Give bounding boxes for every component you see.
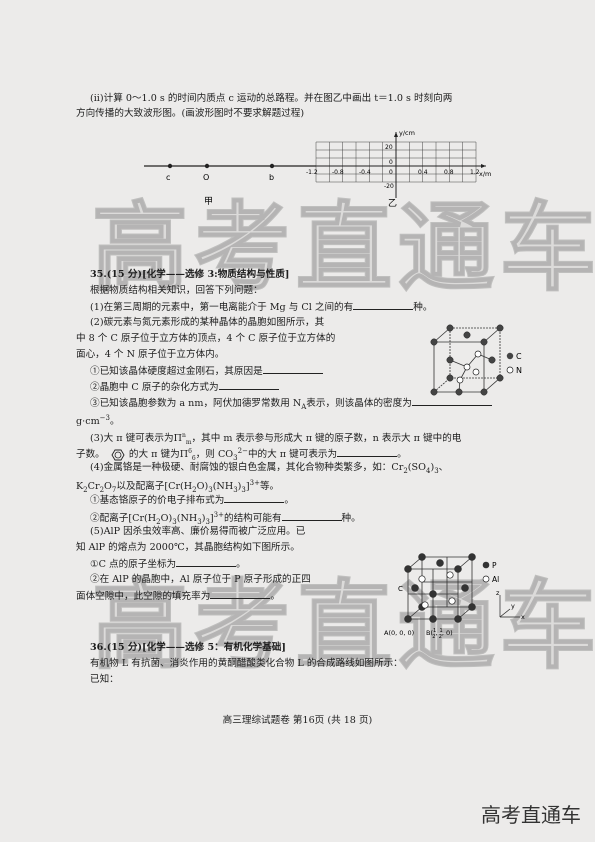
q35-p2b: 中 8 个 C 原子位于立方体的顶点，4 个 C 原子位于立方体的 — [76, 333, 336, 344]
q35-p5-2: ②在 AlP 的晶胞中，Al 原子位于 P 原子形成的正四 — [90, 574, 311, 585]
answer-blank-9[interactable] — [210, 589, 271, 599]
brand-logo-text: 高考直通车 — [481, 803, 581, 827]
answer-blank-1[interactable] — [353, 300, 414, 310]
caption-yi: 乙 — [388, 198, 397, 208]
q35-p4a: (4)金属铬是一种极硬、耐腐蚀的银白色金属，其化合物种类繁多，如：Cr2(SO4… — [90, 462, 449, 475]
q34-line1: (ii)计算 0～1.0 s 的时间内质点 c 运动的总路程。并在图乙中画出 t… — [90, 93, 453, 104]
y-tick-20: 20 — [385, 144, 393, 151]
legend-p: P — [492, 561, 497, 570]
answer-blank-5[interactable] — [337, 447, 398, 458]
q36-line2: 已知： — [90, 674, 119, 685]
figure-yi: y/cm x/m 20 0 -20 -1.2 -0.8 -0.4 0 0.4 0… — [306, 129, 491, 208]
q35-p2c: 面心，4 个 N 原子位于立方体内。 — [76, 349, 225, 360]
q35-p2a: (2)碳元素与氮元素形成的某种晶体的晶胞如图所示，其 — [90, 317, 325, 328]
x-tick-1.2: 1.2 — [470, 169, 480, 176]
q36-line1: 有机物 L 有抗菌、消炎作用的黄酮醋酸类化合物 L 的合成路线如图所示： — [90, 658, 403, 669]
q34-line2: 方向传播的大致波形图。(画波形图时不要求解题过程) — [76, 108, 305, 119]
q35-p5a: (5)AlP 因杀虫效率高、廉价易得而被广泛应用。已 — [90, 526, 306, 537]
axis-y: y — [511, 602, 515, 610]
q35-p2-1: ①已知该晶体硬度超过金刚石，其原因是 — [90, 364, 323, 378]
y-tick-neg20: -20 — [384, 183, 394, 190]
q35-p4b: K2Cr2O7以及配离子[Cr(H2O)3(NH3)3]3+等。 — [76, 479, 280, 495]
answer-blank-8[interactable] — [176, 557, 237, 567]
q35-p4-2: ②配离子[Cr(H2O)3(NH3)3]3+的结构可能有种。 — [90, 511, 361, 527]
legend-n: N — [516, 366, 522, 375]
legend-c: C — [516, 352, 522, 361]
figure-jia: c O b 甲 — [144, 163, 316, 207]
x-tick-0: 0 — [389, 169, 393, 176]
label-atom-a: A(0, 0, 0) — [384, 629, 414, 637]
label-o: O — [203, 173, 209, 182]
x-axis-label: x/m — [479, 170, 491, 178]
q35-p2-3-unit: g·cm−3。 — [76, 414, 120, 428]
y-axis-label: y/cm — [399, 129, 415, 137]
q35-p3b: 子数。 的大 π 键为Π66，则 CO32−中的大 π 键可表示为。 — [76, 447, 407, 463]
answer-blank-3[interactable] — [218, 380, 279, 390]
axis-x: x — [521, 613, 525, 621]
y-tick-0: 0 — [389, 159, 393, 166]
q35-p2-3: ③已知该晶胞参数为 a nm，阿伏加德罗常数用 NA表示，则该晶体的密度为 — [90, 396, 492, 414]
label-atom-c: C — [398, 585, 403, 593]
answer-blank-2[interactable] — [262, 364, 323, 374]
q35-title: 35.(15 分)[化学——选修 3:物质结构与性质] — [90, 269, 290, 280]
answer-blank-6[interactable] — [224, 493, 285, 503]
label-b: b — [269, 173, 274, 182]
q36-title: 36.(15 分)[化学——选修 5：有机化学基础] — [90, 642, 286, 653]
axis-z: z — [496, 589, 500, 597]
q35-p5-1: ①C 点的原子坐标为。 — [90, 557, 246, 570]
benzene-ring-icon — [111, 449, 125, 461]
label-c: c — [166, 173, 170, 182]
x-tick-neg0.4: -0.4 — [359, 169, 371, 176]
x-tick-neg1.2: -1.2 — [306, 169, 318, 176]
q35-p4-1: ①基态铬原子的价电子排布式为。 — [90, 493, 294, 506]
q35-p5b: 知 AlP 的熔点为 2000℃，其晶胞结构如下图所示。 — [76, 542, 300, 553]
q35-p3a: (3)大 π 键可表示为Πnm，其中 m 表示参与形成大 π 键的原子数，n 表… — [90, 432, 462, 447]
answer-blank-4[interactable] — [411, 396, 492, 406]
figure-cn-cell: C N — [430, 324, 522, 396]
page-footer: 高三理综试题卷 第16页 (共 18 页) — [222, 715, 373, 726]
x-tick-0.8: 0.8 — [444, 169, 454, 176]
x-tick-neg0.8: -0.8 — [332, 169, 344, 176]
answer-blank-7[interactable] — [281, 511, 342, 522]
caption-jia: 甲 — [204, 196, 213, 207]
q35-p1: (1)在第三周期的元素中，第一电离能介于 Mg 与 Cl 之间的有种。 — [90, 300, 433, 313]
q35-p5-3: 面体空隙中，此空隙的填充率为。 — [76, 589, 280, 602]
legend-al: Al — [492, 575, 499, 584]
q35-intro: 根据物质结构相关知识，回答下列问题： — [90, 285, 263, 296]
x-tick-0.4: 0.4 — [418, 169, 428, 176]
q35-p2-2: ②晶胞中 C 原子的杂化方式为 — [90, 380, 279, 394]
